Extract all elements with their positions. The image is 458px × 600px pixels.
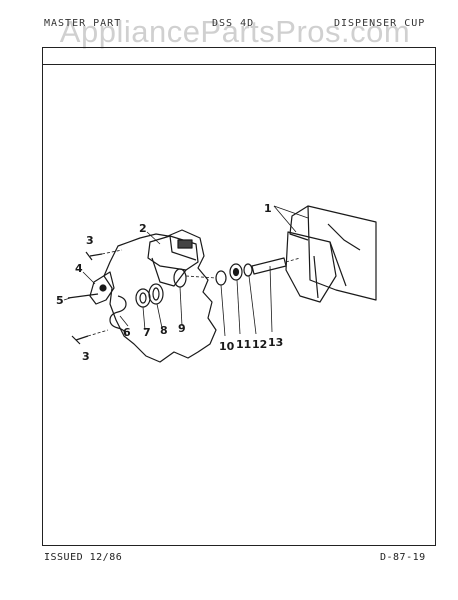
spring-6 — [109, 295, 127, 337]
part-7 — [135, 288, 151, 308]
callout-5: 5 — [56, 294, 64, 307]
frame-top-rule — [43, 64, 435, 65]
callout-13: 13 — [268, 336, 283, 349]
header-center-label: DSS 4D — [212, 18, 255, 29]
callout-9: 9 — [178, 322, 186, 335]
part-12 — [243, 263, 253, 277]
actuator-housing — [147, 235, 199, 271]
callout-3-bottom: 3 — [82, 350, 90, 363]
callout-3-top: 3 — [86, 234, 94, 247]
watermark: AppliancePartsPros.com — [59, 14, 411, 49]
callout-2: 2 — [139, 222, 147, 235]
callout-4: 4 — [75, 262, 83, 275]
header-left-label: MASTER PART — [44, 18, 122, 29]
lever — [89, 271, 115, 305]
page-code: D-87-19 — [380, 552, 426, 563]
callout-8: 8 — [160, 324, 168, 337]
shaft — [251, 257, 287, 275]
page-header: AppliancePartsPros.com MASTER PART DSS 4… — [34, 10, 436, 49]
header-right-label: DISPENSER CUP — [334, 18, 426, 29]
part-11 — [229, 263, 243, 281]
part-8 — [148, 283, 164, 305]
dispenser-cup — [307, 205, 377, 301]
washer-10 — [215, 270, 227, 286]
screw-bottom — [71, 335, 89, 345]
callout-11: 11 — [236, 338, 251, 351]
callout-7: 7 — [143, 326, 151, 339]
callout-12: 12 — [252, 338, 267, 351]
diagram-frame — [42, 47, 436, 546]
callout-1: 1 — [264, 202, 272, 215]
callout-10: 10 — [219, 340, 235, 353]
mounting-plate — [103, 229, 217, 363]
screw-top — [85, 251, 103, 261]
rod — [67, 293, 99, 299]
callout-6: 6 — [123, 326, 131, 339]
issued-date: ISSUED 12/86 — [44, 552, 123, 563]
